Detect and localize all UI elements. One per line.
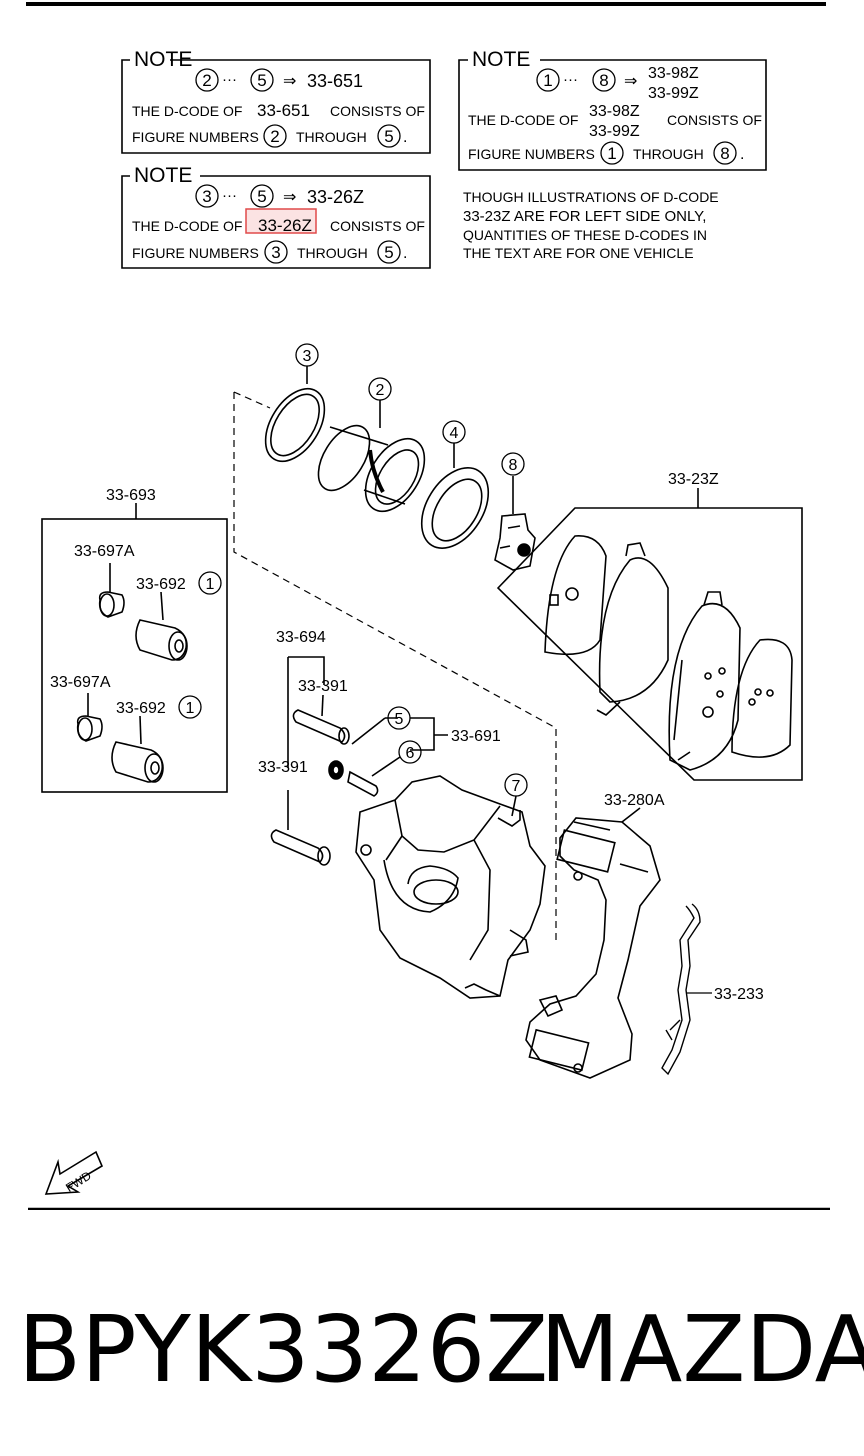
callout-6-label: 6 — [406, 745, 415, 762]
note-2-line2-mid: THROUGH — [633, 146, 704, 162]
note-3-heading: NOTE — [134, 164, 192, 187]
caliper-body-part — [355, 775, 546, 999]
fwd-arrow-icon: FWD — [44, 1150, 104, 1195]
clip-part — [494, 476, 536, 571]
dust-boot-part — [420, 443, 490, 549]
note-1-line1-code: 33-651 — [257, 101, 310, 120]
note-2-ellipsis: ··· — [563, 71, 578, 88]
note-1-line2-to: 5 — [384, 127, 393, 146]
side-note-line-3: QUANTITIES OF THESE D-CODES IN — [463, 227, 707, 243]
side-note-line-4: THE TEXT ARE FOR ONE VEHICLE — [463, 245, 694, 261]
caption-bar: BPYK3326Z MAZDA — [0, 1290, 864, 1410]
callout-4 — [442, 420, 466, 444]
note-1-range-to: 5 — [257, 71, 266, 90]
note-1-line1-prefix: THE D-CODE OF — [132, 103, 242, 119]
note-2-arrow: ⇒ — [624, 73, 637, 90]
note-3-line2-to: 5 — [384, 243, 393, 262]
callout-5 — [387, 706, 411, 730]
callout-6 — [398, 740, 422, 764]
label-33-692-lower: 33-692 — [116, 700, 166, 717]
note-2-heading: NOTE — [472, 48, 530, 71]
callout-1-upper-label: 1 — [206, 576, 215, 593]
note-1-line2-from: 2 — [270, 127, 279, 146]
label-33-697a-upper: 33-697A — [74, 543, 135, 560]
callout-7 — [504, 773, 528, 797]
parts-diagram: NOTE 2 ··· 5 ⇒ 33-651 THE D-CODE OF 33-6… — [26, 2, 830, 1210]
callout-8 — [501, 452, 525, 476]
side-note-line-2: 33-23Z ARE FOR LEFT SIDE ONLY, — [463, 208, 706, 225]
label-33-693: 33-693 — [106, 487, 156, 504]
note-3-range-from: 3 — [202, 187, 211, 206]
callout-3 — [295, 343, 319, 367]
note-3-line1-prefix: THE D-CODE OF — [132, 218, 242, 234]
callout-2 — [368, 377, 392, 401]
highlight-box — [245, 208, 317, 234]
note-2-line1-code-a: 33-98Z — [589, 103, 640, 120]
label-33-697a-lower: 33-697A — [50, 674, 111, 691]
note-2-line1-code-b: 33-99Z — [589, 123, 640, 140]
guide-pin-kit-box — [41, 503, 228, 793]
label-33-391-lower: 33-391 — [258, 759, 308, 776]
label-33-692-upper: 33-692 — [136, 576, 186, 593]
callout-1-lower — [178, 695, 202, 719]
note-1-line1-suffix: CONSISTS OF — [330, 103, 425, 119]
note-box-1: NOTE 2 ··· 5 ⇒ 33-651 THE D-CODE OF 33-6… — [121, 48, 431, 154]
note-3-range-to: 5 — [257, 187, 266, 206]
callout-1-lower-label: 1 — [186, 700, 195, 717]
note-2-line2-end: . — [740, 146, 744, 163]
note-2-line2-to: 8 — [720, 144, 729, 163]
note-3-line1-code: 33-26Z — [258, 216, 312, 235]
wire-spring-part — [661, 903, 701, 1076]
callout-7-label: 7 — [512, 778, 521, 795]
note-2-range-from: 1 — [543, 71, 552, 90]
note-1-code: 33-651 — [307, 71, 363, 91]
label-33-233: 33-233 — [714, 986, 764, 1003]
note-box-2: NOTE 1 ··· 8 ⇒ 33-98Z 33-99Z THE D-CODE … — [458, 48, 767, 171]
callout-1-upper — [198, 571, 222, 595]
brake-pads-group — [496, 488, 803, 781]
label-33-391-upper: 33-391 — [298, 678, 348, 695]
note-3-line2-mid: THROUGH — [297, 245, 368, 261]
piston-part — [317, 400, 426, 513]
callout-5-label: 5 — [395, 711, 404, 728]
note-2-line1-prefix: THE D-CODE OF — [468, 112, 578, 128]
seal-ring-part — [264, 366, 326, 463]
note-1-range-from: 2 — [202, 71, 211, 90]
note-2-range-to: 8 — [599, 71, 608, 90]
label-33-280a: 33-280A — [604, 792, 665, 809]
note-3-line1-suffix: CONSISTS OF — [330, 218, 425, 234]
note-3-line2-end: . — [403, 245, 407, 262]
note-2-line2-from: 1 — [607, 144, 616, 163]
note-2-line2-prefix: FIGURE NUMBERS — [468, 146, 595, 162]
callout-4-label: 4 — [450, 425, 459, 442]
note-2-code-a: 33-98Z — [648, 65, 699, 82]
note-1-arrow: ⇒ — [283, 73, 296, 90]
dashed-outline — [233, 391, 557, 945]
note-1-line2-end: . — [403, 129, 407, 146]
note-3-line2-prefix: FIGURE NUMBERS — [132, 245, 259, 261]
side-note: THOUGH ILLUSTRATIONS OF D-CODE 33-23Z AR… — [463, 189, 719, 261]
guide-pins — [270, 656, 448, 866]
part-number: BPYK3326Z — [18, 1296, 549, 1403]
brand-name: MAZDA — [540, 1296, 864, 1403]
note-3-line2-from: 3 — [271, 243, 280, 262]
callout-8-label: 8 — [509, 457, 518, 474]
note-3-code: 33-26Z — [307, 187, 364, 207]
note-box-3: NOTE 3 ··· 5 ⇒ 33-26Z THE D-CODE OF 33-2… — [121, 164, 431, 269]
caliper-bracket-part — [525, 807, 661, 1079]
note-3-ellipsis: ··· — [222, 187, 237, 204]
note-3-arrow: ⇒ — [283, 189, 296, 206]
callout-2-label: 2 — [376, 382, 385, 399]
note-1-line2-prefix: FIGURE NUMBERS — [132, 129, 259, 145]
label-33-691: 33-691 — [451, 728, 501, 745]
note-1-ellipsis: ··· — [222, 71, 237, 88]
label-33-23z: 33-23Z — [668, 471, 719, 488]
label-33-694: 33-694 — [276, 629, 326, 646]
side-note-line-1: THOUGH ILLUSTRATIONS OF D-CODE — [463, 189, 719, 205]
callout-3-label: 3 — [303, 348, 312, 365]
note-1-line2-mid: THROUGH — [296, 129, 367, 145]
note-2-line1-suffix: CONSISTS OF — [667, 112, 762, 128]
note-1-heading: NOTE — [134, 48, 192, 71]
note-2-code-b: 33-99Z — [648, 85, 699, 102]
